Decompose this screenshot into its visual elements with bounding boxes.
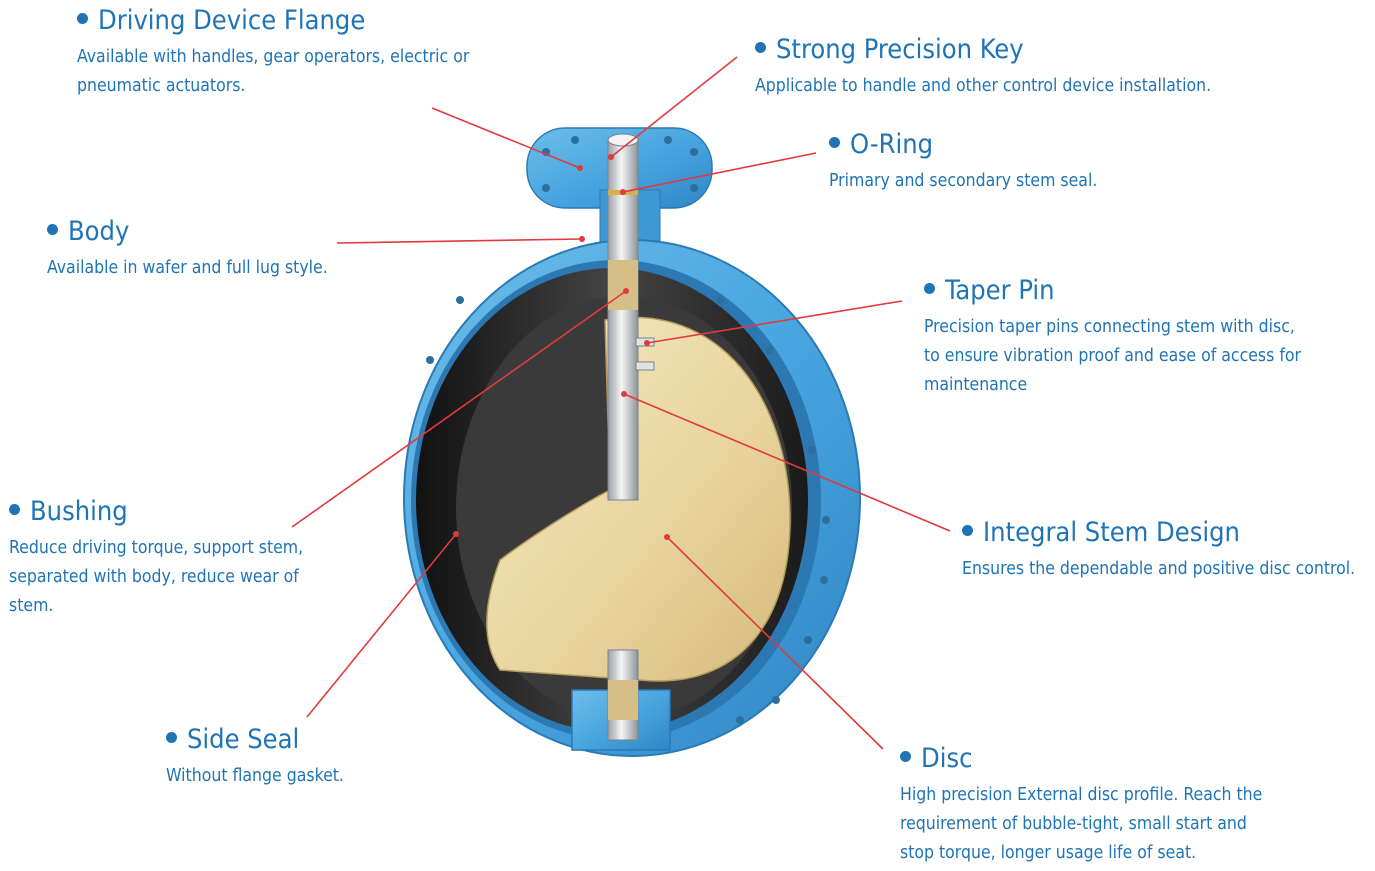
callout-title: O-Ring [850, 129, 933, 160]
callout-side-seal: Side Seal Without flange gasket. [166, 724, 344, 791]
callout-bushing: Bushing Reduce driving torque, support s… [9, 496, 303, 621]
bullet-icon [77, 13, 88, 24]
callout-description-line: maintenance [924, 371, 1301, 400]
bullet-icon [829, 137, 840, 148]
callout-description-line: Available with handles, gear operators, … [77, 43, 469, 72]
callout-title: Bushing [30, 496, 128, 527]
callout-description-line: Primary and secondary stem seal. [829, 167, 1097, 196]
callout-title: Strong Precision Key [776, 34, 1024, 65]
bullet-icon [900, 751, 911, 762]
callout-description-line: Applicable to handle and other control d… [755, 72, 1211, 101]
leader-line-body [337, 239, 582, 243]
callout-description-line: High precision External disc profile. Re… [900, 781, 1262, 810]
callout-o-ring: O-Ring Primary and secondary stem seal. [829, 129, 1097, 196]
callout-disc: Disc High precision External disc profil… [900, 743, 1262, 868]
bullet-icon [166, 732, 177, 743]
callout-description-line: to ensure vibration proof and ease of ac… [924, 342, 1301, 371]
callout-description-line: stop torque, longer usage life of seat. [900, 839, 1262, 868]
callout-description-line: stem. [9, 592, 303, 621]
callout-description-line: Without flange gasket. [166, 762, 344, 791]
callout-description-line: Ensures the dependable and positive disc… [962, 555, 1355, 584]
bushing-shape [608, 260, 638, 310]
callout-description-line: pneumatic actuators. [77, 72, 469, 101]
callout-integral-stem-design: Integral Stem Design Ensures the dependa… [962, 517, 1355, 584]
callout-title: Side Seal [187, 724, 299, 755]
callout-title: Integral Stem Design [983, 517, 1240, 548]
callout-title: Driving Device Flange [98, 5, 365, 36]
bullet-icon [755, 42, 766, 53]
bullet-icon [962, 525, 973, 536]
callout-title: Taper Pin [945, 275, 1055, 306]
callout-title: Disc [921, 743, 972, 774]
callout-description-line: Available in wafer and full lug style. [47, 254, 328, 283]
callout-taper-pin: Taper Pin Precision taper pins connectin… [924, 275, 1301, 400]
bullet-icon [9, 504, 20, 515]
callout-body: Body Available in wafer and full lug sty… [47, 216, 328, 283]
callout-description-line: Precision taper pins connecting stem wit… [924, 313, 1301, 342]
callout-strong-precision-key: Strong Precision Key Applicable to handl… [755, 34, 1211, 101]
callout-description-line: separated with body, reduce wear of [9, 563, 303, 592]
callout-description-line: Reduce driving torque, support stem, [9, 534, 303, 563]
bullet-icon [924, 283, 935, 294]
callout-description-line: requirement of bubble-tight, small start… [900, 810, 1262, 839]
callout-title: Body [68, 216, 129, 247]
callout-driving-device-flange: Driving Device Flange Available with han… [77, 5, 469, 101]
bullet-icon [47, 224, 58, 235]
